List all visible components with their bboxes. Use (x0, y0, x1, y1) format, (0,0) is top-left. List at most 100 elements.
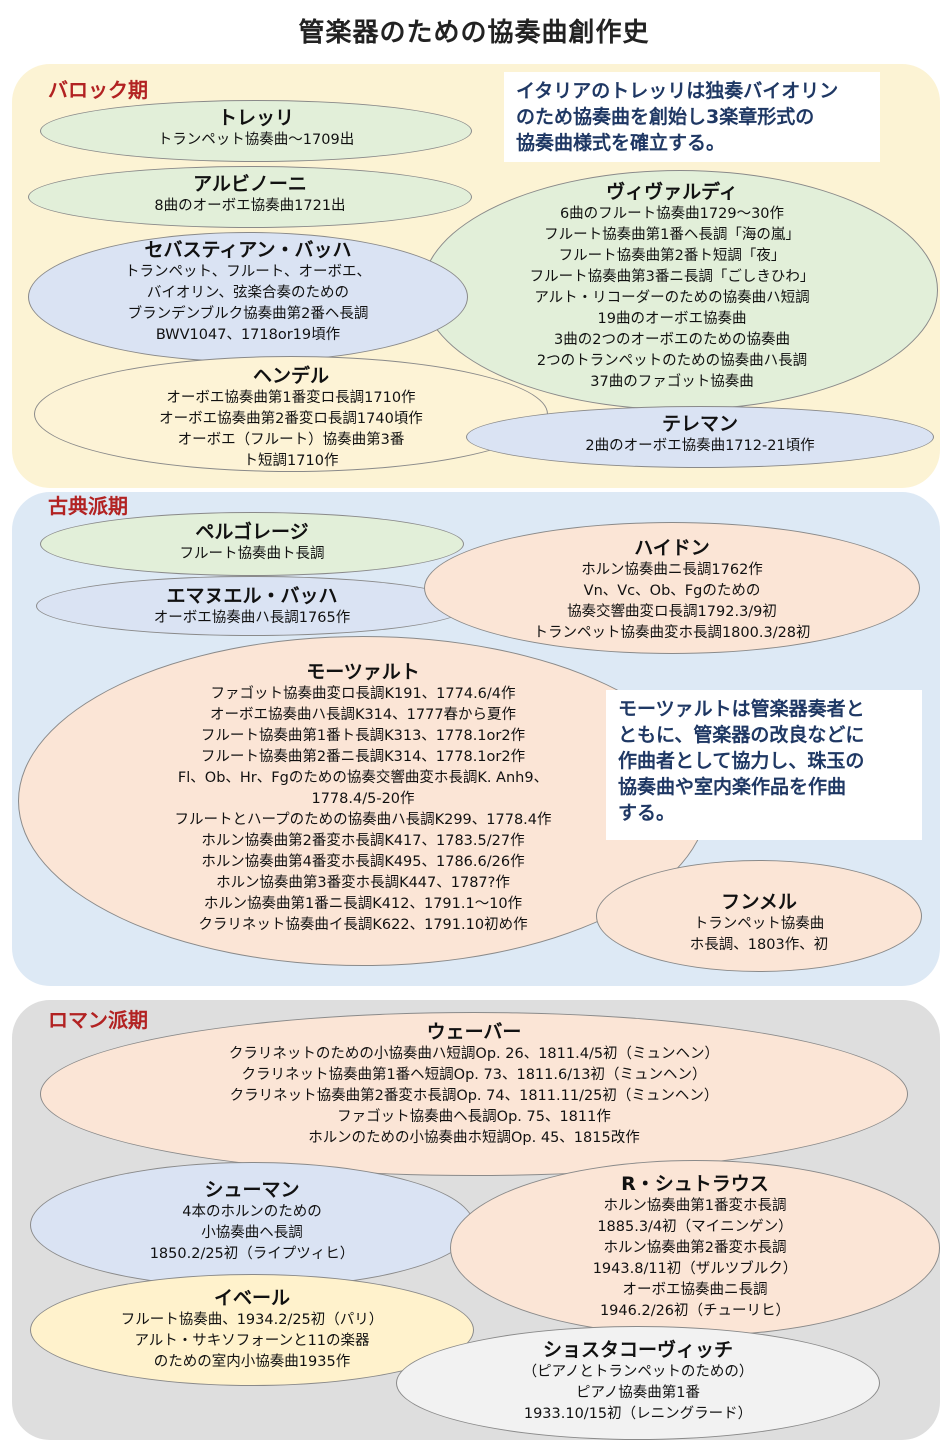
composer-name: モーツァルト (306, 661, 420, 683)
composer-name: ウェーバー (426, 1021, 522, 1043)
work-item: ホルン協奏曲ニ長調1762作 (581, 562, 763, 578)
work-item: フルート協奏曲第3番ニ長調「ごしきひわ」 (529, 269, 815, 285)
baroque-note: イタリアのトレッリは独奏バイオリン のため協奏曲を創始し3楽章形式の 協奏曲様式… (504, 72, 880, 162)
torelli-text: トレッリ トランペット協奏曲～1709出 (40, 106, 472, 151)
work-item: 1885.3/4初（マイニンゲン） (597, 1219, 793, 1235)
work-item: 8曲のオーボエ協奏曲1721出 (154, 198, 346, 214)
works-list: 6曲のフルート協奏曲1729～30作 フルート協奏曲第1番ヘ長調「海の嵐」 フル… (422, 204, 922, 393)
strauss-text: R・シュトラウス ホルン協奏曲第1番変ホ長調 1885.3/4初（マイニンゲン）… (450, 1172, 940, 1322)
work-item: トランペット協奏曲変ホ長調1800.3/28初 (533, 625, 811, 641)
classical-note-line: する。 (618, 802, 676, 824)
work-item: オーボエ協奏曲第2番変ロ長調1740頃作 (159, 411, 423, 427)
work-item: ホルン協奏曲第2番変ホ長調 (603, 1240, 787, 1256)
work-item: ファゴット協奏曲ヘ長調Op. 75、1811作 (337, 1109, 611, 1125)
shostakovich-oval (396, 1326, 880, 1440)
work-item: ピアノ協奏曲第1番 (576, 1385, 700, 1401)
works-list: トランペット、フルート、オーボエ、 バイオリン、弦楽合奏のための ブランデンブル… (28, 262, 468, 346)
classical-note-line: 協奏曲や室内楽作品を作曲 (618, 776, 847, 798)
era-label-classical: 古典派期 (48, 494, 128, 518)
works-list: 2曲のオーボエ協奏曲1712-21頃作 (466, 436, 934, 457)
work-item: フルート協奏曲第2番ニ長調K314、1778.1or2作 (200, 749, 526, 765)
work-item: 1933.10/15初（レニングラード） (523, 1406, 753, 1422)
baroque-note-line: 協奏曲様式を確立する。 (516, 132, 726, 154)
works-list: トランペット協奏曲 ホ長調、1803作、初 (596, 914, 922, 956)
work-item: アルト・サキソフォーンと11の楽器 (134, 1333, 370, 1349)
work-item: Fl、Ob、Hr、Fgのための協奏交響曲変ホ長調K. Anh9、 (177, 770, 549, 786)
bach-text: セバスティアン・バッハ トランペット、フルート、オーボエ、 バイオリン、弦楽合奏… (28, 238, 468, 346)
work-item: オーボエ協奏曲ハ長調1765作 (153, 610, 351, 626)
work-item: フルート協奏曲、1934.2/25初（パリ） (120, 1312, 384, 1328)
work-item: 小協奏曲ヘ長調 (201, 1225, 303, 1241)
ibert-oval (30, 1274, 474, 1386)
baroque-note-line: のため協奏曲を創始し3楽章形式の (516, 106, 815, 128)
composer-name: フンメル (721, 891, 797, 913)
work-item: ホルン協奏曲第3番変ホ長調K447、1787?作 (216, 875, 510, 891)
albinoni-oval (28, 166, 472, 228)
work-item: オーボエ協奏曲ハ長調K314、1777春から夏作 (209, 707, 517, 723)
schumann-text: シューマン 4本のホルンのための 小協奏曲ヘ長調 1850.2/25初（ライプツ… (30, 1178, 474, 1265)
composer-name: テレマン (661, 413, 738, 435)
work-item: クラリネット協奏曲第1番ヘ短調Op. 73、1811.6/13初（ミュンヘン） (241, 1067, 707, 1083)
composer-name: R・シュトラウス (621, 1173, 769, 1195)
torelli-oval (40, 100, 472, 162)
composer-name: ペルゴレージ (195, 521, 309, 543)
works-list: ファゴット協奏曲変ロ長調K191、1774.6/4作 オーボエ協奏曲ハ長調K31… (18, 684, 708, 936)
baroque-note-line: イタリアのトレッリは独奏バイオリン (516, 80, 839, 102)
composer-name: シューマン (204, 1179, 300, 1201)
works-list: トランペット協奏曲～1709出 (40, 130, 472, 151)
composer-name: ヘンデル (252, 365, 329, 387)
mozart-text: モーツァルト ファゴット協奏曲変ロ長調K191、1774.6/4作 オーボエ協奏… (18, 660, 708, 936)
work-item: オーボエ（フルート）協奏曲第3番 (177, 432, 405, 448)
haydn-oval (424, 522, 920, 654)
works-list: クラリネットのための小協奏曲ハ短調Op. 26、1811.4/5初（ミュンヘン）… (40, 1044, 908, 1149)
work-item: ホ長調、1803作、初 (689, 937, 829, 953)
work-item: フルートとハープのための協奏曲ハ長調K299、1778.4作 (174, 812, 552, 828)
work-item: （ピアノとトランペットのための） (522, 1364, 754, 1380)
classical-note-line: モーツァルトは管楽器奏者と (618, 698, 865, 720)
work-item: 1946.2/26初（チューリヒ） (599, 1303, 791, 1319)
emanuel-bach-oval (36, 576, 468, 636)
handel-text: ヘンデル オーボエ協奏曲第1番変ロ長調1710作 オーボエ協奏曲第2番変ロ長調1… (34, 364, 548, 472)
page-title: 管楽器のための協奏曲創作史 (298, 18, 650, 48)
composer-name: イベール (213, 1287, 290, 1309)
composer-name: エマヌエル・バッハ (166, 585, 338, 607)
era-label-baroque: バロック期 (48, 78, 148, 102)
vivaldi-oval (422, 170, 938, 410)
composer-name: アルビノーニ (193, 173, 307, 195)
work-item: オーボエ協奏曲第1番変ロ長調1710作 (166, 390, 416, 406)
weber-text: ウェーバー クラリネットのための小協奏曲ハ短調Op. 26、1811.4/5初（… (40, 1020, 908, 1149)
work-item: Vn、Vc、Ob、Fgのための (583, 583, 761, 599)
work-item: アルト・リコーダーのための協奏曲ハ短調 (534, 290, 810, 306)
classical-note-line: ともに、管楽器の改良などに (618, 724, 865, 746)
era-label-romantic: ロマン派期 (48, 1008, 148, 1032)
shostakovich-text: ショスタコーヴィッチ （ピアノとトランペットのための） ピアノ協奏曲第1番 19… (396, 1338, 880, 1425)
work-item: ホルン協奏曲第2番変ホ長調K417、1783.5/27作 (201, 833, 525, 849)
pergolesi-oval (40, 512, 464, 576)
work-item: BWV1047、1718or19頃作 (155, 327, 341, 343)
work-item: ト短調1710作 (243, 453, 339, 469)
works-list: フルート協奏曲、1934.2/25初（パリ） アルト・サキソフォーンと11の楽器… (30, 1310, 474, 1373)
work-item: ファゴット協奏曲変ロ長調K191、1774.6/4作 (210, 686, 516, 702)
composer-name: ヴィヴァルディ (606, 181, 738, 203)
telemann-text: テレマン 2曲のオーボエ協奏曲1712-21頃作 (466, 412, 934, 457)
work-item: のための室内小協奏曲1935作 (153, 1354, 351, 1370)
work-item: 19曲のオーボエ協奏曲 (597, 311, 747, 327)
work-item: 6曲のフルート協奏曲1729～30作 (559, 206, 785, 222)
albinoni-text: アルビノーニ 8曲のオーボエ協奏曲1721出 (28, 172, 472, 217)
work-item: フルート協奏曲ト長調 (179, 546, 325, 562)
work-item: ホルン協奏曲第4番変ホ長調K495、1786.6/26作 (201, 854, 525, 870)
work-item: バイオリン、弦楽合奏のための (146, 285, 350, 301)
work-item: ブランデンブルク協奏曲第2番ヘ長調 (127, 306, 369, 322)
work-item: 3曲の2つのオーボエのための協奏曲 (554, 332, 790, 348)
strauss-oval (450, 1160, 940, 1336)
work-item: ホルン協奏曲第1番変ホ長調 (603, 1198, 787, 1214)
pergolesi-text: ペルゴレージ フルート協奏曲ト長調 (40, 520, 464, 565)
works-list: 4本のホルンのための 小協奏曲ヘ長調 1850.2/25初（ライプツィヒ） (30, 1202, 474, 1265)
composer-name: セバスティアン・バッハ (144, 239, 352, 261)
handel-oval (34, 356, 548, 472)
work-item: クラリネットのための小協奏曲ハ短調Op. 26、1811.4/5初（ミュンヘン） (228, 1046, 720, 1062)
work-item: 協奏交響曲変ロ長調1792.3/9初 (567, 604, 777, 620)
work-item: クラリネット協奏曲第2番変ホ長調Op. 74、1811.11/25初（ミュンヘン… (229, 1088, 719, 1104)
work-item: 2つのトランペットのための協奏曲ハ長調 (536, 353, 808, 369)
works-list: ホルン協奏曲ニ長調1762作 Vn、Vc、Ob、Fgのための 協奏交響曲変ロ長調… (424, 560, 920, 644)
